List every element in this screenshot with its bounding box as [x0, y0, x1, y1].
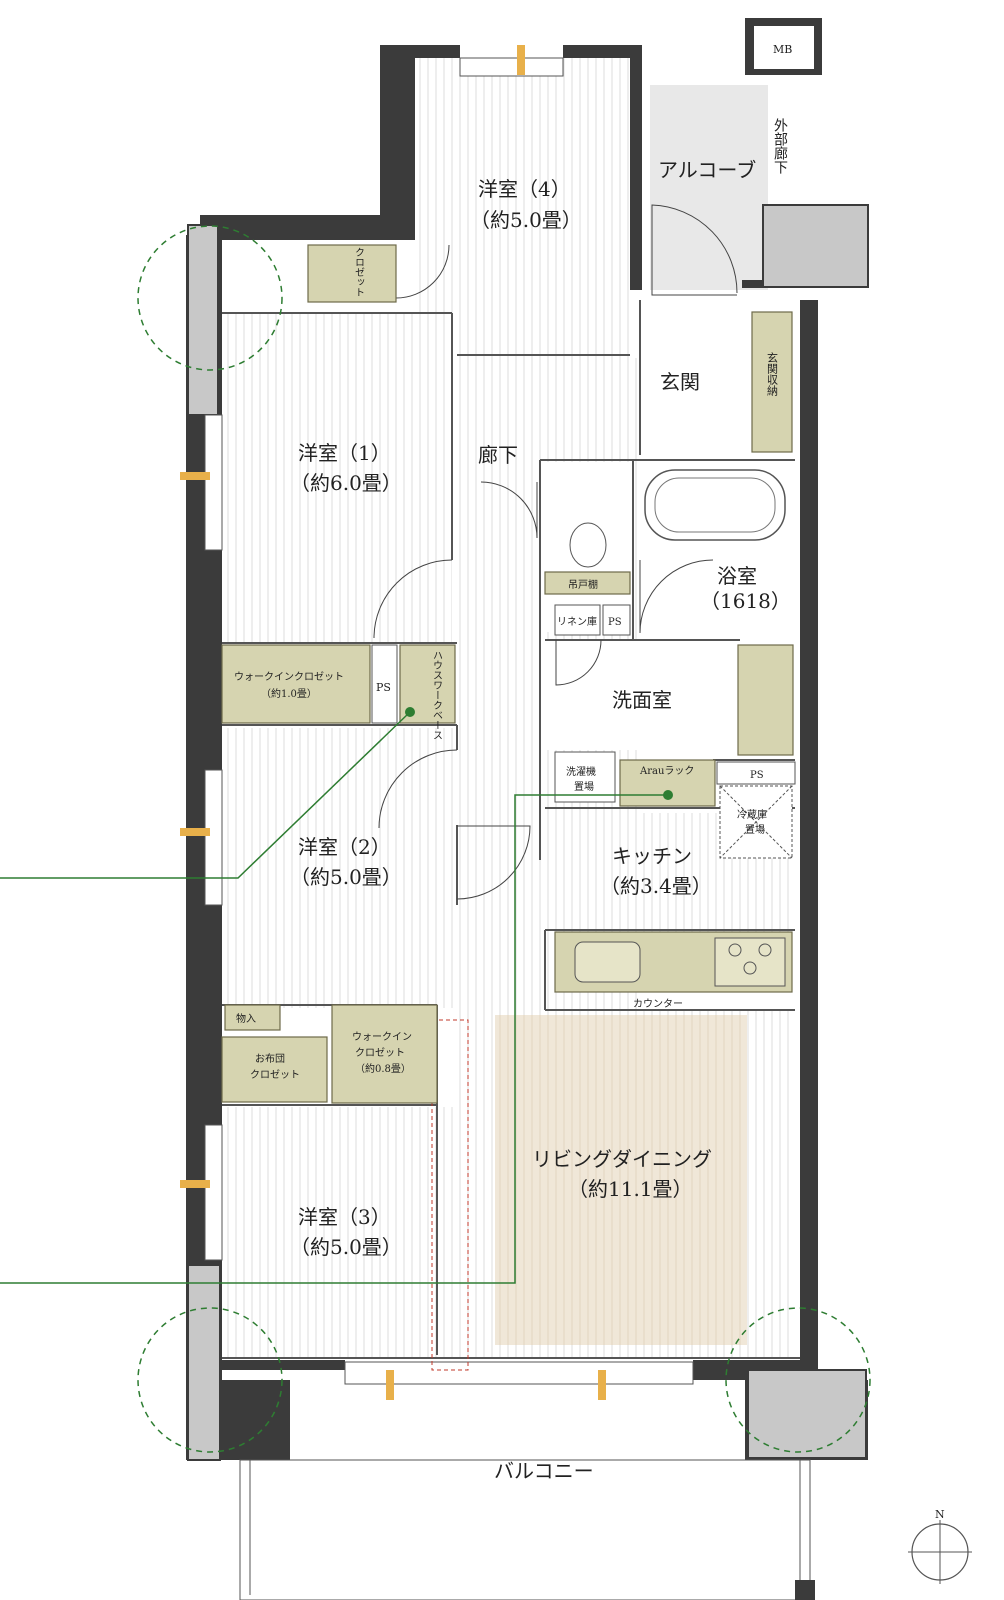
pillars	[187, 24, 869, 1461]
compass: N	[908, 1508, 972, 1584]
bath-size: （1618）	[700, 589, 791, 613]
mb-label: MB	[773, 43, 792, 56]
ps-box-1	[371, 644, 398, 724]
bathroom-vanity	[737, 644, 794, 756]
hallway-label: 廊下	[478, 443, 518, 467]
washer-space	[554, 751, 616, 803]
fixtures	[569, 469, 786, 987]
futon-label-a: お布団	[255, 1053, 285, 1065]
hanging-shelf-label: 吊戸棚	[568, 578, 598, 591]
leader-lines	[0, 711, 668, 1284]
entrance-storage	[751, 311, 793, 453]
hanging-shelf	[544, 571, 631, 595]
closet-room4	[307, 244, 397, 303]
fridge-label-b: 置場	[745, 823, 765, 836]
walkin-closet-2	[331, 1004, 438, 1104]
ps-label-3: PS	[750, 770, 764, 781]
room2-name: 洋室（2）	[298, 835, 391, 859]
washroom-label: 洗面室	[612, 688, 672, 712]
tree-bottom-right	[725, 1307, 871, 1453]
entrance-label: 玄関	[660, 370, 700, 394]
arau-label: Arauラック	[639, 765, 694, 777]
housework-label: ハウスワークベース	[431, 650, 443, 740]
corridor-floor	[650, 85, 768, 205]
sliding-door-dashed	[431, 1019, 469, 1371]
bathtub	[644, 469, 786, 541]
airflow-icon	[180, 1180, 210, 1188]
toilet	[569, 522, 607, 568]
walkin2-label-a: ウォークイン	[352, 1031, 412, 1043]
room-labels: 洋室（4） （約5.0畳） アルコーブ 玄関 廊下 洋室（1） （約6.0畳） …	[290, 118, 791, 1483]
door-swings	[373, 204, 738, 900]
walkin-closet-1	[221, 644, 371, 724]
linen-label: リネン庫	[557, 615, 597, 628]
fridge-label-a: 冷蔵庫	[737, 808, 767, 821]
kitchen-size: （約3.4畳）	[600, 874, 712, 898]
ps-label-1: PS	[376, 681, 391, 694]
counter-label: カウンター	[633, 998, 683, 1010]
tree-top-left	[137, 225, 283, 371]
futon-closet	[221, 1036, 328, 1103]
room4-size: （約5.0畳）	[470, 208, 582, 232]
walkin1-label-a: ウォークインクロゼット	[234, 671, 344, 683]
storage-small	[224, 1004, 281, 1031]
washer-label-a: 洗濯機	[566, 765, 596, 778]
outer-corridor-label: 外部廊下	[772, 118, 788, 174]
interior-walls	[222, 300, 800, 1359]
airflow-icon	[598, 1370, 606, 1400]
ps-box-2	[602, 604, 631, 636]
ps-label-2: PS	[608, 617, 622, 628]
storage-small-label: 物入	[236, 1012, 256, 1025]
linen-storage	[554, 604, 601, 636]
ldk-name: リビングダイニング	[532, 1147, 712, 1171]
airflow-icon	[386, 1370, 394, 1400]
storage-labels: MB クロゼット 玄関収納 ウォークインクロゼット （約1.0畳） PS ハウス…	[234, 43, 792, 1081]
leader-dot	[405, 707, 415, 717]
balcony	[239, 1459, 815, 1600]
room1-name: 洋室（1）	[298, 441, 391, 465]
walkin1-label-b: （約1.0畳）	[261, 687, 317, 700]
ps-box-3	[716, 761, 796, 785]
airflow-icon	[180, 828, 210, 836]
washer-label-b: 置場	[574, 780, 594, 793]
compass-north-label: N	[935, 1508, 945, 1521]
ventilation-icons	[180, 45, 606, 1400]
room1-size: （約6.0畳）	[290, 471, 402, 495]
bath-name: 浴室	[717, 564, 757, 588]
leader-dot	[663, 790, 673, 800]
floor-areas	[222, 58, 795, 1358]
sink	[574, 941, 641, 983]
walkin2-label-b: クロゼット	[355, 1047, 405, 1059]
room3-size: （約5.0畳）	[290, 1235, 402, 1259]
futon-label-b: クロゼット	[250, 1069, 300, 1081]
ldk-highlight	[495, 1015, 747, 1345]
closet-label: クロゼット	[353, 247, 365, 297]
kitchen-name: キッチン	[612, 844, 692, 868]
room3-name: 洋室（3）	[298, 1205, 391, 1229]
balcony-label: バルコニー	[494, 1459, 594, 1483]
ldk-size: （約11.1畳）	[568, 1177, 693, 1201]
airflow-icon	[517, 45, 525, 75]
walkin2-label-c: （約0.8畳）	[355, 1062, 411, 1075]
alcove-label: アルコーブ	[658, 158, 756, 182]
room4-name: 洋室（4）	[478, 177, 571, 201]
airflow-icon	[180, 472, 210, 480]
trees	[137, 225, 871, 1453]
entrance-storage-label: 玄関収納	[766, 351, 779, 397]
tree-bottom-left	[137, 1307, 283, 1453]
room2-size: （約5.0畳）	[290, 865, 402, 889]
